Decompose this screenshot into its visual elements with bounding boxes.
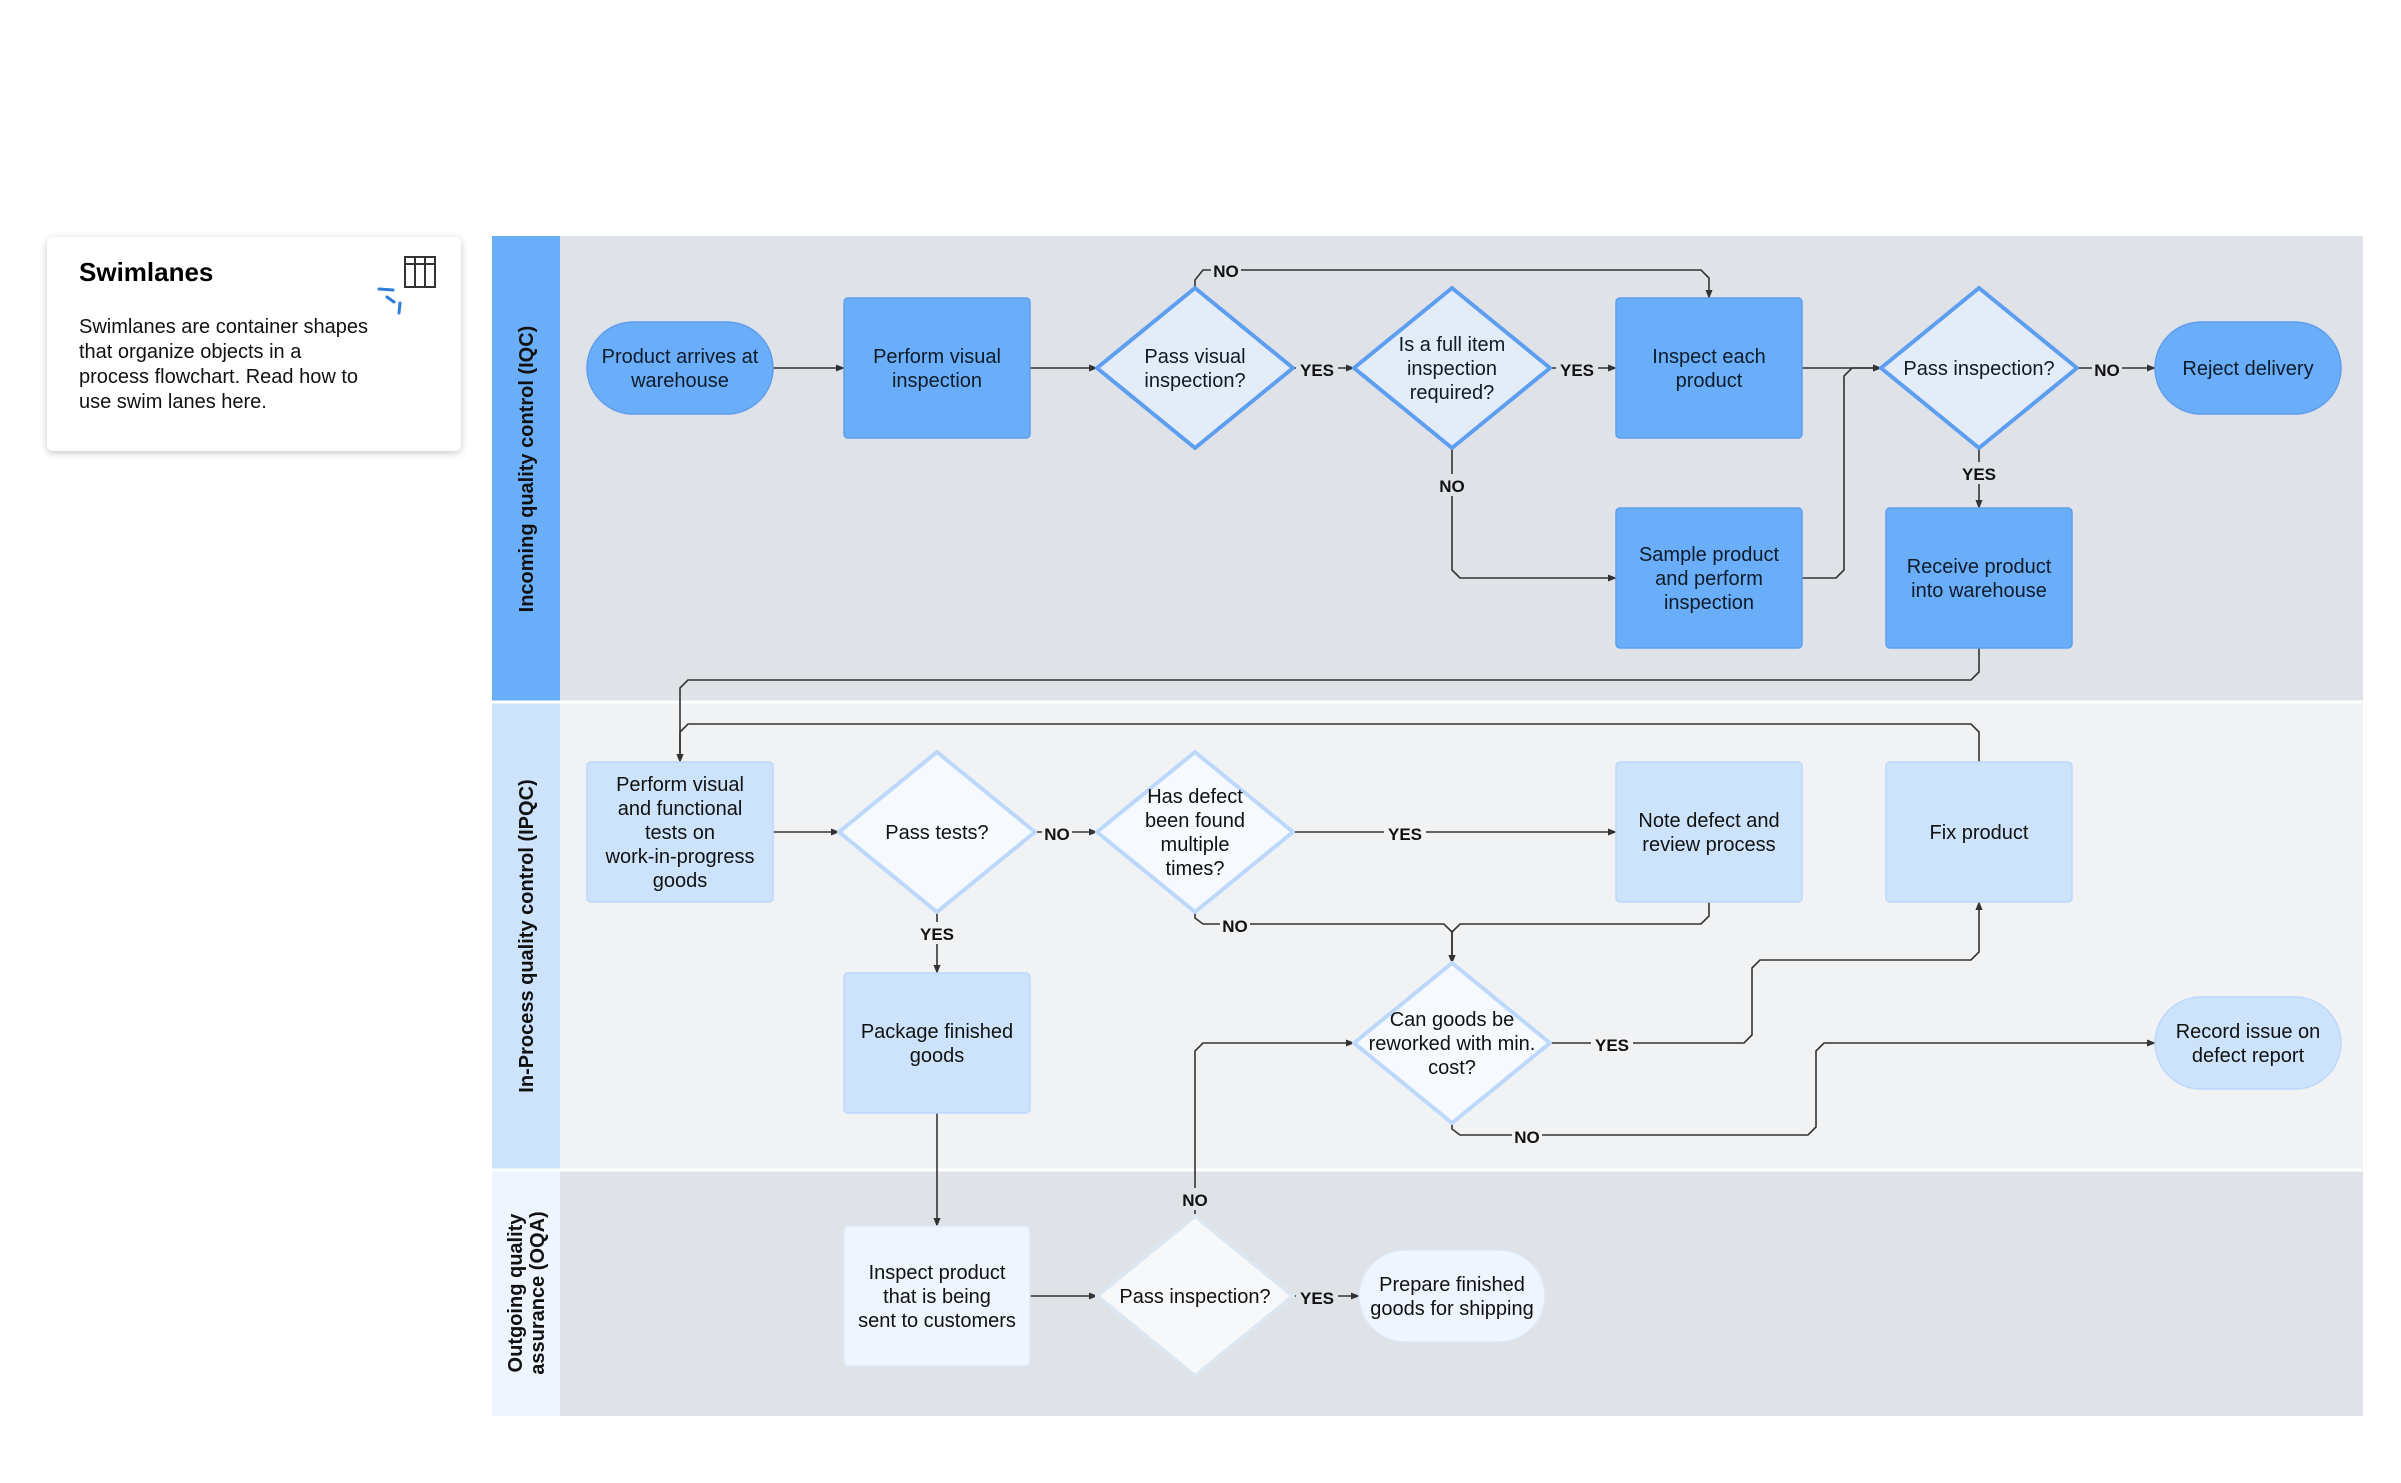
node-text: Pass inspection? [1903,358,2054,380]
lane-label-oqa: Outgoing qualityassurance (OQA) [505,1211,549,1374]
edge-label-no: NO [2092,358,2122,380]
edge-label-no: NO [1211,259,1241,281]
svg-text:YES: YES [1388,825,1422,844]
edge-label-no: NO [1512,1125,1542,1147]
node-text: Pass tests? [885,822,988,844]
edge-label-yes: YES [1296,1286,1338,1308]
node-fix[interactable]: Fix product [1885,761,2073,903]
edge-passinsp2-rework-no[interactable] [1194,1039,1355,1216]
swimlanes-info-card: Swimlanes Swimlanes are container shapes… [47,237,461,451]
svg-text:YES: YES [1300,1289,1334,1308]
edge-label-yes: YES [1384,822,1426,844]
svg-text:YES: YES [1962,465,1996,484]
node-text: Pass inspection? [1119,1286,1270,1308]
edge-passvisual-inspecteach-no[interactable] [1194,269,1713,299]
svg-text:YES: YES [1595,1036,1629,1055]
svg-text:YES: YES [1560,361,1594,380]
node-text: Reject delivery [2182,358,2313,380]
edge-note-rework[interactable] [1448,902,1710,964]
edge-rework-fix-yes[interactable] [1550,901,1983,1044]
card-title: Swimlanes [79,257,214,287]
card-description[interactable]: Swimlanes are container shapes that orga… [79,316,369,413]
lane-label-ipqc: In-Process quality control (IPQC) [516,779,538,1092]
edge-label-yes: YES [916,922,958,944]
node-reject[interactable]: Reject delivery [2154,321,2342,415]
edge-receive-functests[interactable] [676,648,1980,763]
node-pass-insp1[interactable]: Pass inspection? [1879,286,2079,450]
edge-label-yes: YES [1296,358,1338,380]
node-pass-tests[interactable]: Pass tests? [837,750,1037,914]
edge-label-no: NO [1180,1188,1210,1210]
edge-sample-passinsp1[interactable] [1802,364,1882,579]
svg-text:YES: YES [1300,361,1334,380]
svg-text:NO: NO [1182,1191,1208,1210]
lane-label-iqc: Incoming quality control (IQC) [516,326,538,613]
svg-text:NO: NO [1222,917,1248,936]
edge-rework-record-no[interactable] [1451,1039,2156,1136]
edge-fix-functests[interactable] [676,723,1980,763]
svg-text:NO: NO [1213,262,1239,281]
edge-label-yes: YES [1591,1033,1633,1055]
edge-label-yes: YES [1556,358,1598,380]
edge-fullitem-sample-no[interactable] [1451,448,1617,582]
svg-text:YES: YES [920,925,954,944]
edge-label-no: NO [1042,822,1072,844]
svg-text:NO: NO [2094,361,2120,380]
svg-text:NO: NO [1044,825,1070,844]
svg-text:NO: NO [1439,477,1465,496]
edge-label-no: NO [1220,914,1250,936]
edge-label-yes: YES [1958,462,2000,484]
svg-text:NO: NO [1514,1128,1540,1147]
node-pass-insp2[interactable]: Pass inspection? [1095,1214,1295,1378]
table-columns-icon [377,256,436,315]
edge-label-no: NO [1437,474,1467,496]
node-text: Fix product [1930,822,2029,844]
